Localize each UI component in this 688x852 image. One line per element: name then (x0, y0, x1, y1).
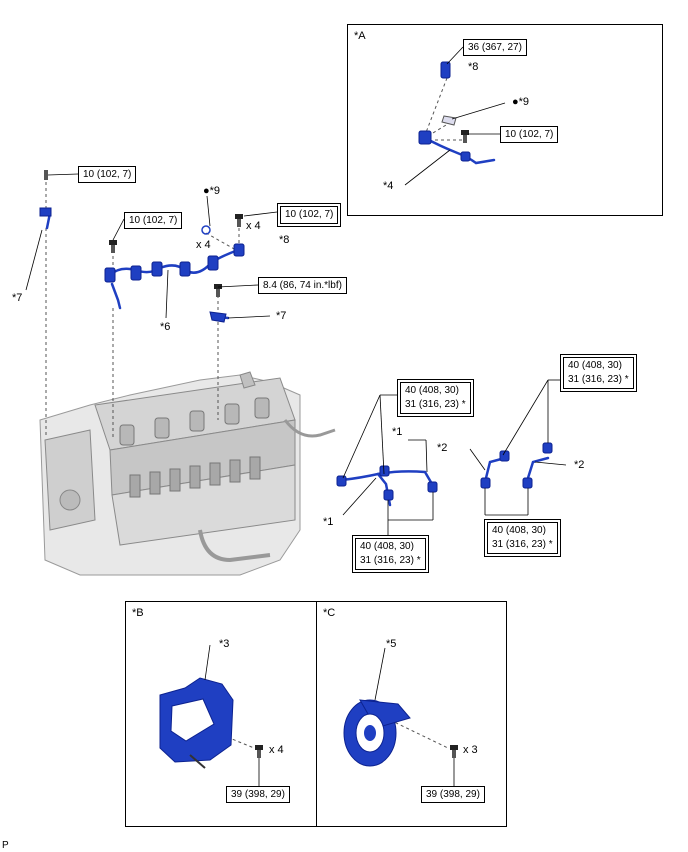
torque-spec-pulley-c: 39 (398, 29) (421, 786, 485, 803)
torque-value-pair: 40 (408, 30) 31 (316, 23) * (487, 522, 558, 554)
torque-value-secondary: 31 (316, 23) * (492, 539, 553, 550)
torque-value-primary: 40 (408, 30) (568, 360, 622, 371)
torque-spec-clamp-bolt: 10 (102, 7) (78, 166, 137, 183)
torque-value-primary: 40 (408, 30) (492, 525, 546, 536)
quantity-x4-bolt: x 4 (246, 220, 261, 232)
callout-9-seal: ●*9 (512, 96, 530, 108)
panel-c-label: *C (323, 607, 336, 619)
torque-value-secondary: 31 (316, 23) * (360, 555, 421, 566)
panel-a (347, 24, 663, 216)
engine-illustration (39, 371, 336, 576)
callout-8-bolt: *8 (279, 234, 290, 246)
panel-b-label: *B (132, 607, 144, 619)
torque-value-pair: 40 (408, 30) 31 (316, 23) * (563, 357, 634, 389)
callout-2-left: *2 (437, 442, 448, 454)
torque-spec-bracket-bolt: 8.4 (86, 74 in.*lbf) (258, 277, 347, 294)
torque-spec-panel-a-bolt: 10 (102, 7) (500, 126, 559, 143)
callout-9-gasket: ●*9 (203, 185, 221, 197)
figure-code: P (2, 840, 9, 851)
torque-spec-pipe2-lower: 40 (408, 30) 31 (316, 23) * (484, 519, 561, 557)
torque-value-pair: 40 (408, 30) 31 (316, 23) * (355, 538, 426, 570)
callout-7-clamp: *7 (12, 292, 23, 304)
torque-value-secondary: 31 (316, 23) * (568, 374, 629, 385)
callout-7-bracket: *7 (276, 310, 287, 322)
torque-spec-pipe1-lower: 40 (408, 30) 31 (316, 23) * (352, 535, 429, 573)
torque-value-secondary: 31 (316, 23) * (405, 399, 466, 410)
quantity-x4-gasket: x 4 (196, 239, 211, 251)
callout-2-right: *2 (574, 459, 585, 471)
torque-value-pair: 40 (408, 30) 31 (316, 23) * (400, 382, 471, 414)
panel-a-label: *A (354, 30, 366, 42)
callout-1-upper: *1 (392, 426, 403, 438)
torque-value: 10 (102, 7) (280, 206, 339, 224)
callout-6-delivery-pipe: *6 (160, 321, 171, 333)
torque-spec-pipe2-upper: 40 (408, 30) 31 (316, 23) * (560, 354, 637, 392)
callout-3-bracket: *3 (219, 638, 230, 650)
torque-value-primary: 40 (408, 30) (405, 385, 459, 396)
callout-5-pulley: *5 (386, 638, 397, 650)
torque-spec-bolt-x4: 10 (102, 7) (277, 203, 342, 227)
callout-4-pipe: *4 (383, 180, 394, 192)
quantity-x4-panel-b: x 4 (269, 744, 284, 756)
torque-spec-delivery-pipe-bolt: 10 (102, 7) (124, 212, 183, 229)
callout-8-injector: *8 (468, 61, 479, 73)
callout-1-lower: *1 (323, 516, 334, 528)
torque-value-primary: 40 (408, 30) (360, 541, 414, 552)
quantity-x3-panel-c: x 3 (463, 744, 478, 756)
torque-spec-pipe1-upper: 40 (408, 30) 31 (316, 23) * (397, 379, 474, 417)
torque-spec-injector-bolt: 36 (367, 27) (463, 39, 527, 56)
torque-spec-bracket-b: 39 (398, 29) (226, 786, 290, 803)
